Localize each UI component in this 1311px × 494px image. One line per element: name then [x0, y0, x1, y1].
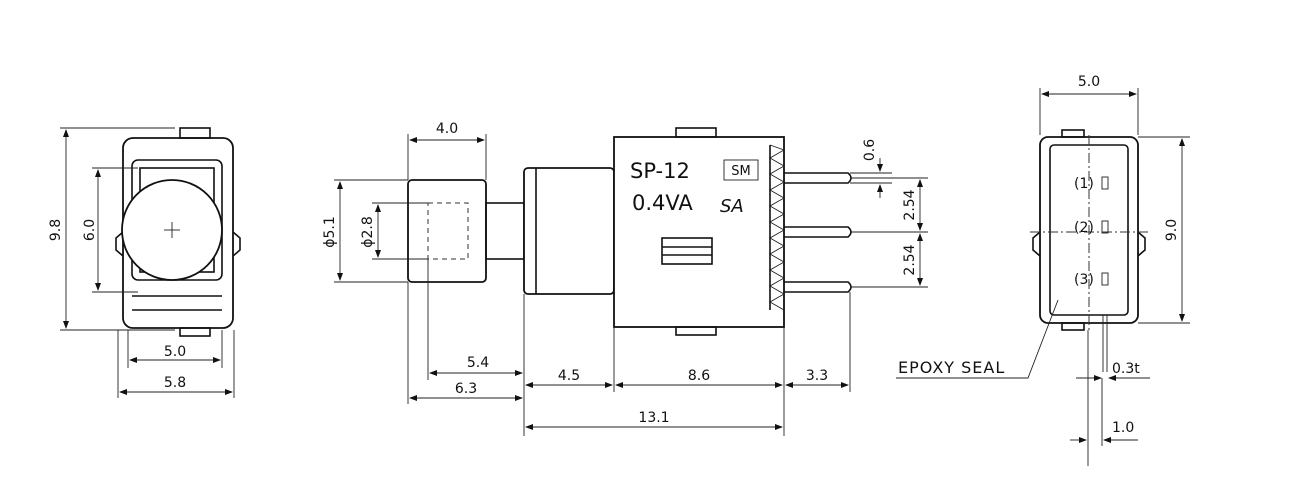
marking-model: SP-12 [630, 159, 690, 183]
dim-8-6: 8.6 [688, 368, 710, 384]
side-pin-2 [784, 226, 852, 238]
dim-5-4: 5.4 [467, 355, 489, 371]
side-epoxy-hatch [769, 144, 786, 311]
side-pin-3 [784, 281, 852, 293]
marking-logo: SA [720, 196, 744, 217]
dim-2-54-b: 2.54 [902, 244, 918, 275]
epoxy-seal-label: EPOXY SEAL [898, 358, 1005, 377]
front-top-tab [179, 127, 211, 139]
rear-view: (1) (2) (3) 5.0 9.0 0.3t 1.0 EPOXY SEAL [896, 74, 1190, 466]
dim-1-0: 1.0 [1112, 420, 1134, 436]
marking-badge: SM [731, 164, 750, 179]
side-cap [407, 179, 487, 283]
dim-5-8: 5.8 [164, 375, 186, 391]
front-right-notch [232, 231, 241, 257]
dim-cap-dia: ϕ5.1 [322, 216, 338, 248]
dim-9-8: 9.8 [48, 219, 64, 241]
dim-6-0: 6.0 [82, 219, 98, 241]
pin-label-3: (3) [1074, 272, 1094, 288]
dim-4-0: 4.0 [436, 121, 458, 137]
dim-13-1: 13.1 [638, 410, 669, 426]
front-bottom-tab [179, 327, 211, 337]
pin-label-1: (1) [1074, 176, 1094, 192]
dim-3-3: 3.3 [806, 368, 828, 384]
side-pin-1 [784, 172, 852, 184]
side-shaft [485, 202, 525, 260]
side-bushing [523, 167, 615, 295]
dim-0-6: 0.6 [862, 139, 878, 161]
front-left-notch [115, 231, 124, 257]
dim-9-0: 9.0 [1164, 219, 1180, 241]
dim-5-0-rear: 5.0 [1078, 74, 1100, 90]
dim-4-5: 4.5 [558, 368, 580, 384]
side-top-tab [675, 127, 717, 138]
front-view: 9.8 6.0 5.0 5.8 [48, 127, 241, 398]
pin-label-2: (2) [1074, 220, 1094, 236]
side-bottom-tab [675, 326, 717, 336]
side-view: SP-12 SM 0.4VA SA 4.0 ϕ5.1 ϕ2.8 5.4 [322, 121, 928, 436]
dim-shaft-dia: ϕ2.8 [360, 216, 376, 248]
side-main-body [613, 136, 785, 328]
dim-5-0-front: 5.0 [164, 344, 186, 360]
side-slot [661, 237, 713, 265]
dim-2-54-a: 2.54 [902, 189, 918, 220]
dim-0-3t: 0.3t [1112, 361, 1140, 377]
marking-rating: 0.4VA [632, 191, 693, 215]
side-pins [784, 172, 852, 293]
dim-6-3: 6.3 [455, 381, 477, 397]
epoxy-seal-leader [896, 299, 1059, 379]
